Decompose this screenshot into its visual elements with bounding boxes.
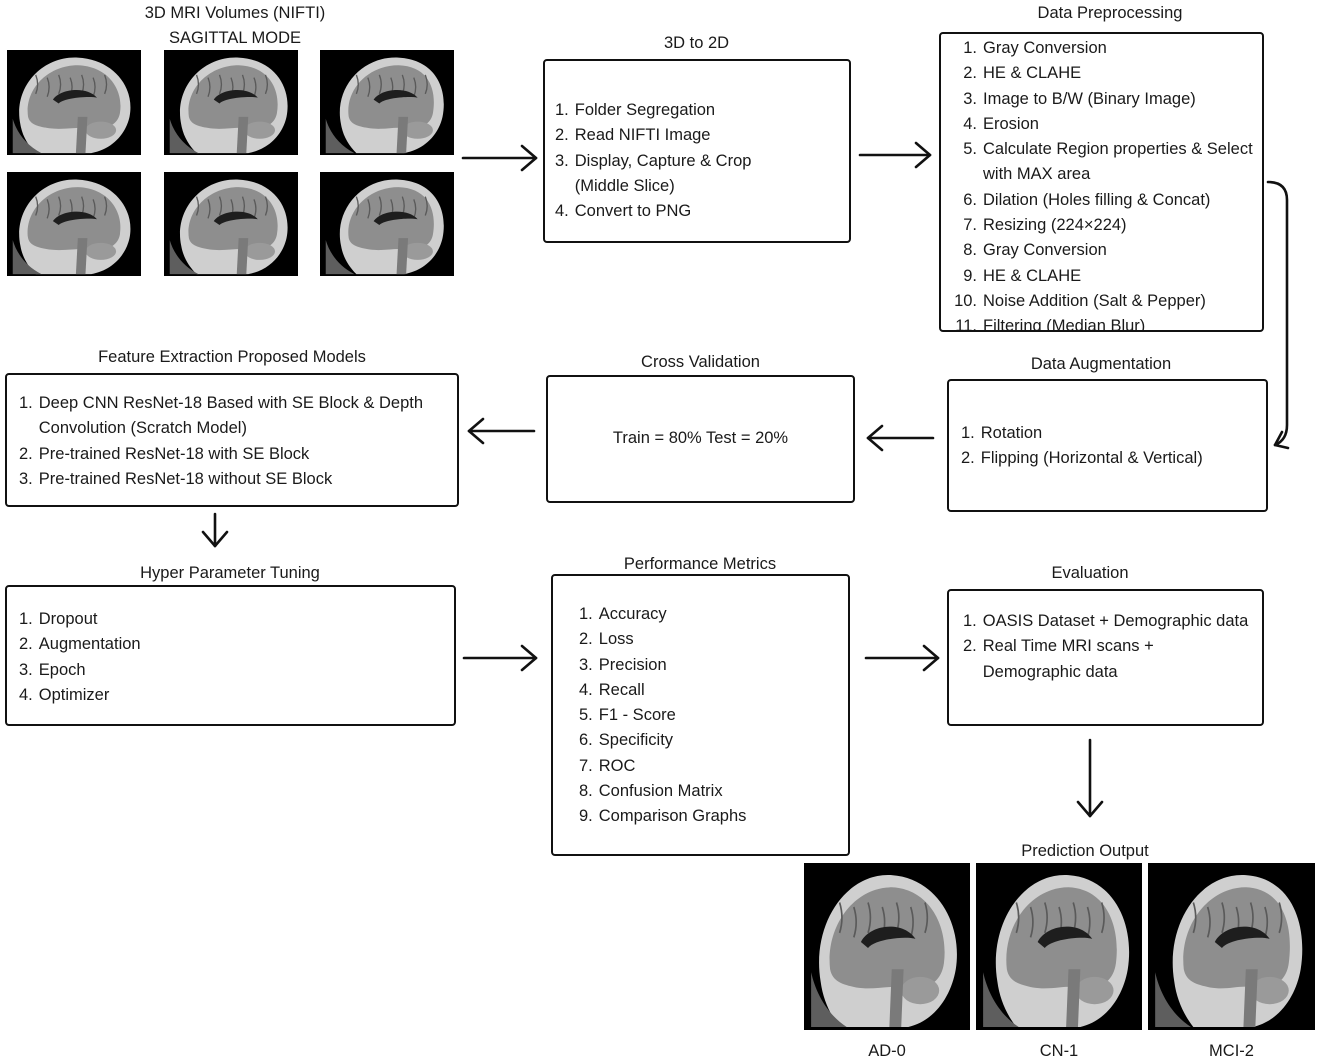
input-title-line1: 3D MRI Volumes (NIFTI) — [144, 4, 326, 22]
input-mri-image-4 — [7, 172, 141, 276]
prediction-label-cn: CN-1 — [1039, 1042, 1079, 1060]
evaluation-box: 1.OASIS Dataset + Demographic data 2.Rea… — [947, 589, 1264, 726]
list-item: 4.Convert to PNG — [555, 202, 692, 221]
conversion-box: 1.Folder Segregation 2.Read NIFTI Image … — [543, 59, 851, 243]
metrics-list: 1.Accuracy 2.Loss 3.Precision 4.Recall 5… — [579, 602, 838, 830]
conversion-list: 1.Folder Segregation 2.Read NIFTI Image … — [555, 98, 839, 224]
arrow-cross-validation-to-models — [467, 417, 536, 445]
prediction-mri-mci — [1148, 863, 1315, 1030]
list-item: 1.Rotation — [961, 424, 1043, 442]
tuning-title: Hyper Parameter Tuning — [140, 564, 320, 582]
list-item: 2.Pre-trained ResNet-18 with SE Block — [19, 444, 310, 463]
preprocessing-box: 1.Gray Conversion 2.HE & CLAHE 3.Image t… — [939, 32, 1264, 332]
list-item: 11.Filtering (Median Blur) — [955, 317, 1146, 332]
list-item: 2.Real Time MRI scans + Demographic data — [963, 637, 1154, 681]
brain-sagittal-illustration — [325, 57, 444, 154]
list-item: 1.Accuracy — [579, 605, 667, 623]
input-mri-image-6 — [320, 172, 454, 276]
prediction-label-ad: AD-0 — [868, 1042, 906, 1060]
preprocessing-title: Data Preprocessing — [1037, 4, 1183, 22]
list-item: 7.ROC — [579, 756, 636, 775]
prediction-label-mci: MCI-2 — [1209, 1042, 1254, 1060]
input-mri-image-1 — [7, 50, 141, 155]
arrow-evaluation-to-prediction — [1076, 738, 1104, 818]
arrow-conversion-to-preprocessing — [858, 141, 932, 169]
input-mri-image-5 — [164, 172, 298, 276]
input-mri-image-3 — [320, 50, 454, 155]
list-item: 9.Comparison Graphs — [579, 807, 747, 826]
list-item: 9.HE & CLAHE — [963, 266, 1082, 285]
list-item: 4.Recall — [579, 680, 645, 699]
list-item: 2.Augmentation — [19, 635, 141, 654]
cross-validation-split: Train = 80% Test = 20% — [612, 429, 789, 448]
brain-sagittal-illustration — [1155, 875, 1303, 1027]
brain-sagittal-illustration — [325, 179, 444, 275]
list-item: 10.Noise Addition (Salt & Pepper) — [954, 291, 1206, 310]
preprocessing-list: 1.Gray Conversion 2.HE & CLAHE 3.Image t… — [951, 36, 1254, 332]
evaluation-list: 1.OASIS Dataset + Demographic data 2.Rea… — [963, 609, 1252, 685]
prediction-mri-ad — [804, 863, 970, 1030]
augmentation-box: 1.Rotation 2.Flipping (Horizontal & Vert… — [947, 379, 1268, 512]
list-item: 2.HE & CLAHE — [963, 64, 1082, 83]
list-item: 3.Pre-trained ResNet-18 without SE Block — [19, 469, 333, 488]
models-box: 1.Deep CNN ResNet-18 Based with SE Block… — [5, 373, 459, 507]
arrow-metrics-to-evaluation — [864, 644, 940, 672]
list-item: 5.Calculate Region properties & Select w… — [963, 140, 1253, 184]
evaluation-title: Evaluation — [1051, 564, 1129, 582]
input-title-line2: SAGITTAL MODE — [168, 29, 302, 47]
brain-sagittal-illustration — [169, 57, 288, 154]
brain-sagittal-illustration — [12, 57, 131, 154]
brain-sagittal-illustration — [12, 179, 131, 275]
list-item: 5.F1 - Score — [579, 706, 676, 725]
metrics-title: Performance Metrics — [623, 555, 777, 573]
list-item: 1.Folder Segregation — [555, 101, 716, 119]
arrow-preprocessing-to-augmentation — [1266, 180, 1290, 450]
augmentation-title: Data Augmentation — [1030, 355, 1172, 373]
list-item: 8.Confusion Matrix — [579, 782, 723, 801]
list-item: 2.Loss — [579, 630, 634, 649]
prediction-mri-cn — [976, 863, 1142, 1030]
list-item: 3.Precision — [579, 655, 667, 674]
list-item: 6.Specificity — [579, 731, 674, 750]
brain-sagittal-illustration — [983, 875, 1130, 1027]
augmentation-list: 1.Rotation 2.Flipping (Horizontal & Vert… — [961, 421, 1256, 472]
list-item: 1.Deep CNN ResNet-18 Based with SE Block… — [19, 394, 424, 438]
list-item: 1.Dropout — [19, 610, 98, 628]
conversion-title: 3D to 2D — [663, 34, 730, 52]
prediction-title: Prediction Output — [1021, 842, 1149, 860]
list-item: 3.Image to B/W (Binary Image) — [963, 89, 1196, 108]
list-item: 3.Display, Capture & Crop (Middle Slice) — [555, 151, 752, 195]
list-item: 4.Optimizer — [19, 685, 110, 704]
models-title: Feature Extraction Proposed Models — [98, 348, 366, 366]
list-item: 1.OASIS Dataset + Demographic data — [963, 612, 1249, 630]
list-item: 6.Dilation (Holes filling & Concat) — [963, 190, 1211, 209]
list-item: 4.Erosion — [963, 114, 1039, 133]
arrow-tuning-to-metrics — [462, 644, 538, 672]
cross-validation-title: Cross Validation — [641, 353, 760, 371]
tuning-list: 1.Dropout 2.Augmentation 3.Epoch 4.Optim… — [19, 607, 444, 708]
arrow-models-to-tuning — [201, 512, 229, 548]
input-mri-image-2 — [164, 50, 298, 155]
metrics-box: 1.Accuracy 2.Loss 3.Precision 4.Recall 5… — [551, 574, 850, 856]
list-item: 3.Epoch — [19, 660, 86, 679]
arrow-augmentation-to-cross-validation — [866, 424, 935, 452]
list-item: 1.Gray Conversion — [963, 39, 1107, 57]
tuning-box: 1.Dropout 2.Augmentation 3.Epoch 4.Optim… — [5, 585, 456, 726]
brain-sagittal-illustration — [811, 875, 957, 1027]
list-item: 8.Gray Conversion — [963, 241, 1107, 260]
list-item: 7.Resizing (224×224) — [963, 216, 1127, 235]
brain-sagittal-illustration — [169, 179, 288, 275]
list-item: 2.Read NIFTI Image — [555, 126, 711, 145]
models-list: 1.Deep CNN ResNet-18 Based with SE Block… — [19, 391, 447, 492]
list-item: 2.Flipping (Horizontal & Vertical) — [961, 449, 1203, 468]
arrow-input-to-conversion — [461, 144, 538, 172]
cross-validation-box: Train = 80% Test = 20% — [546, 375, 855, 503]
